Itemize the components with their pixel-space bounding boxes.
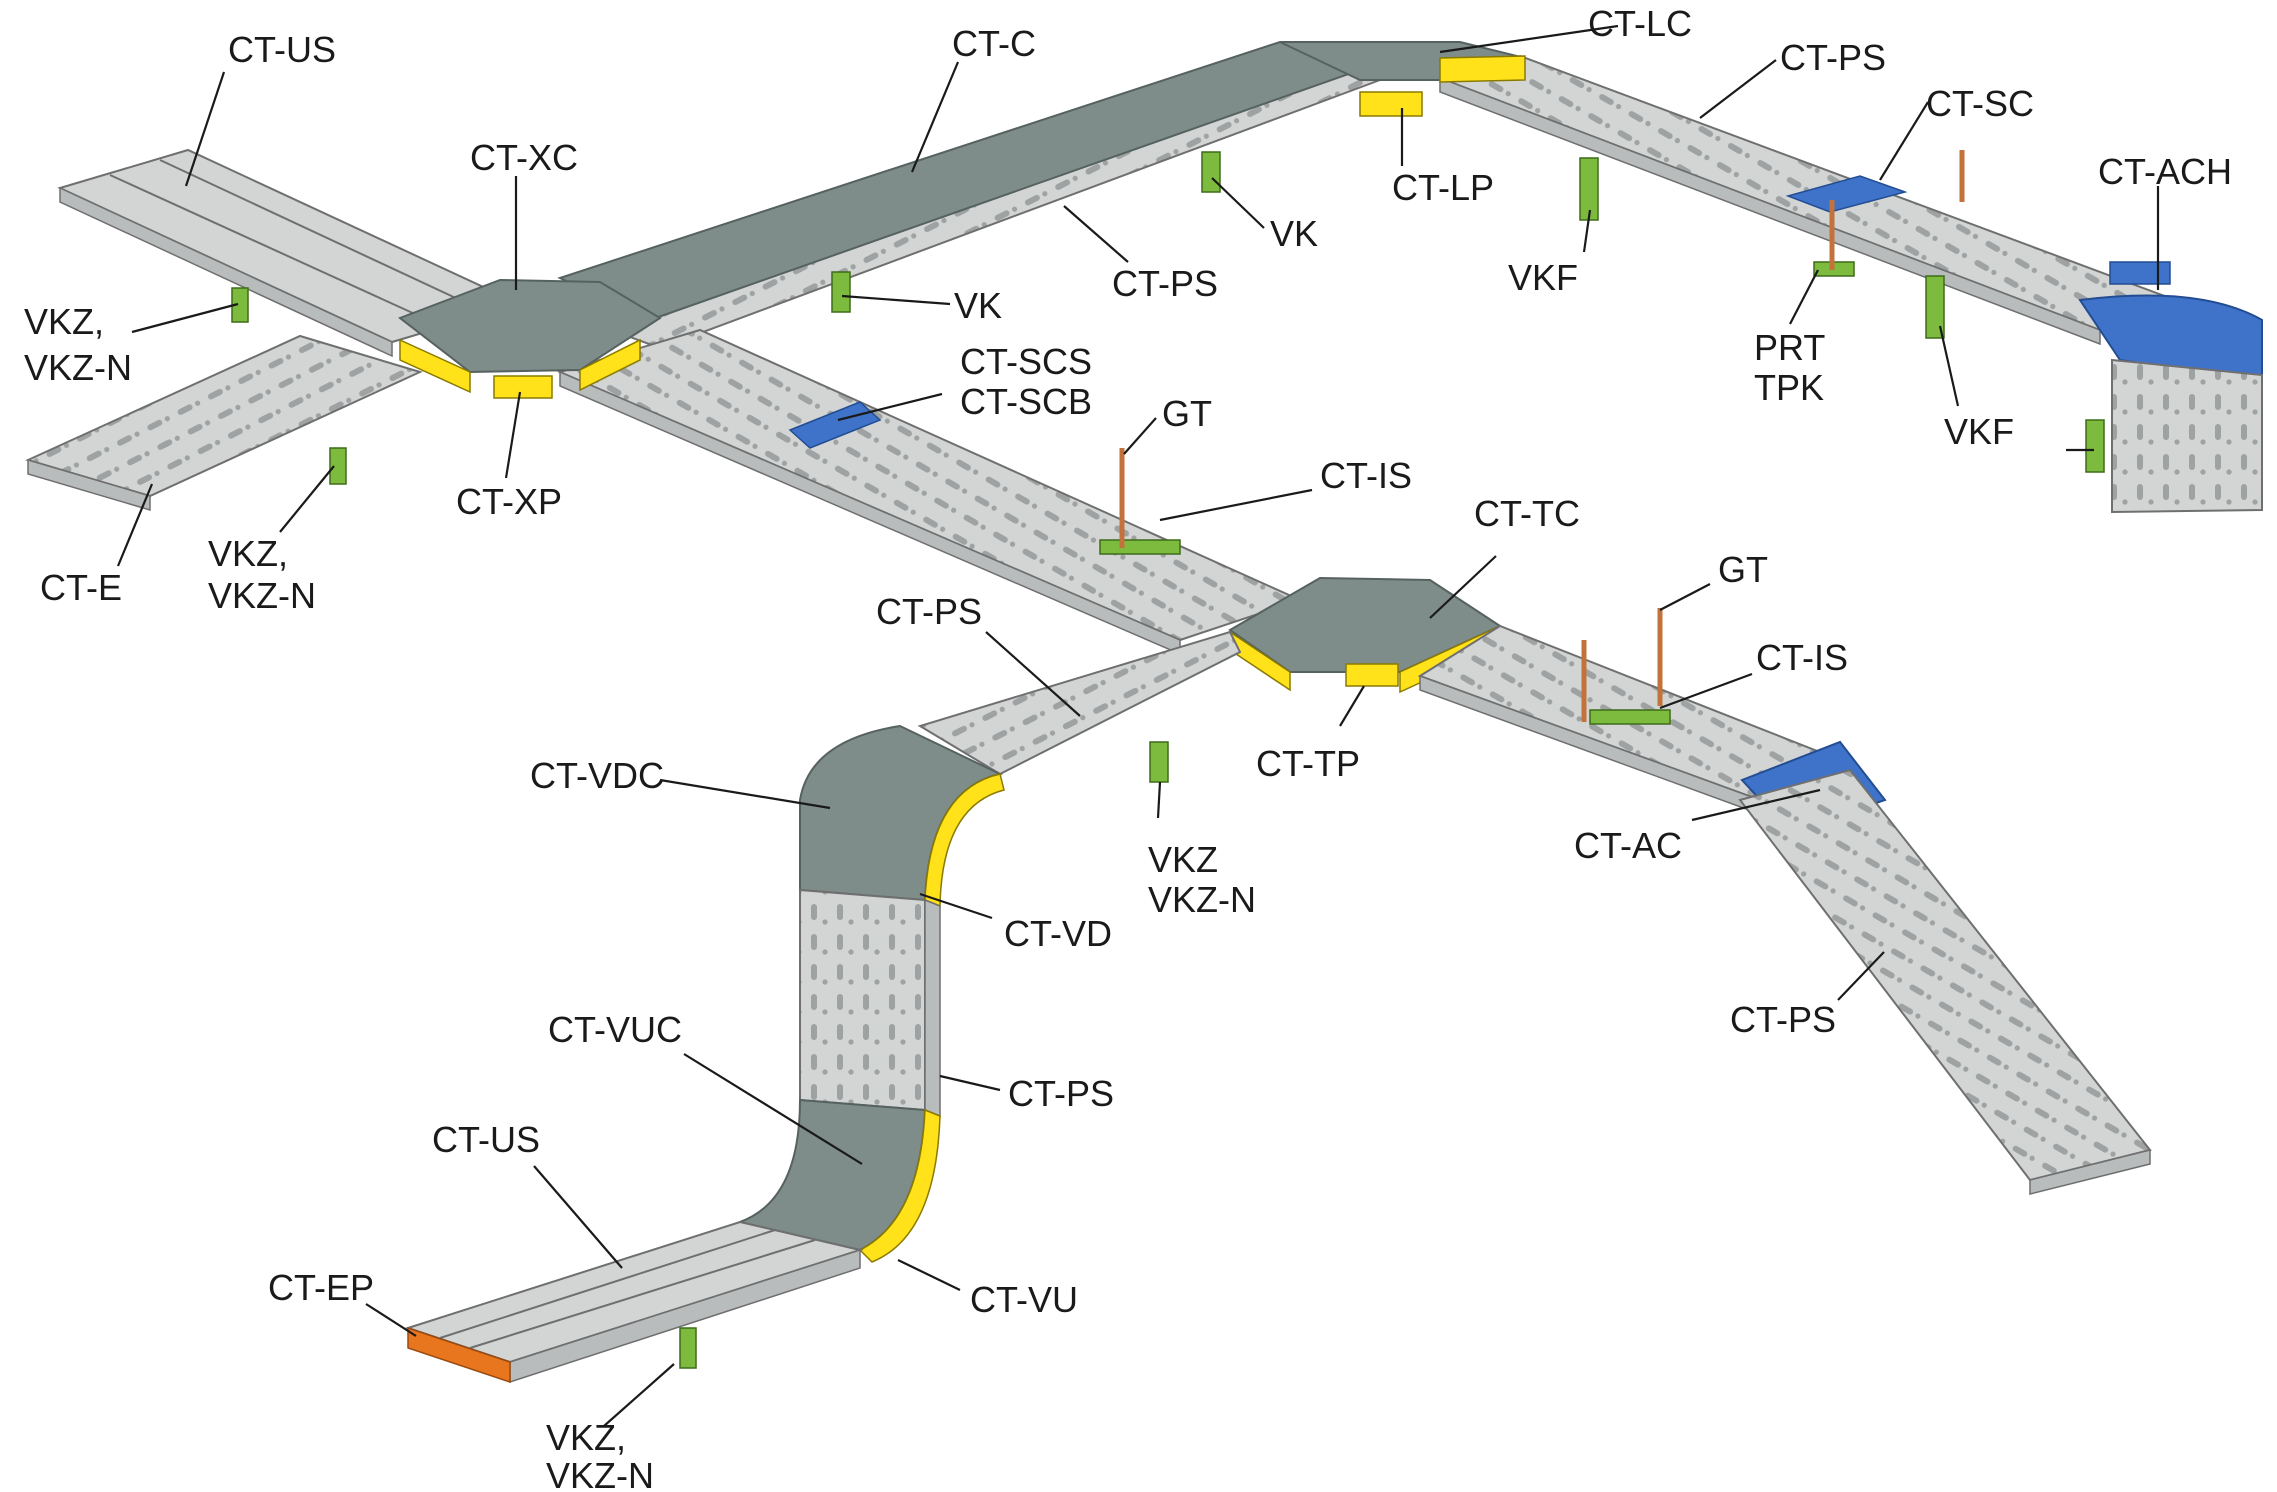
label-vkz-mid-2: VKZ-N (208, 575, 316, 616)
bracket-vkf-right-a (1925, 275, 1945, 339)
bracket-is-lower (1589, 709, 1671, 725)
vertical-drop-right (2111, 358, 2263, 514)
label-prt: PRT (1754, 327, 1825, 368)
label-vkf-right: VKF (1944, 411, 2014, 452)
label-gt-upper: GT (1162, 393, 1212, 434)
bracket-vk-lower (831, 271, 851, 313)
label-ct-c: CT-C (952, 23, 1036, 64)
label-vkf-mid: VKF (1508, 257, 1578, 298)
cross-connector-right (579, 338, 641, 392)
label-ct-vd: CT-VD (1004, 913, 1112, 954)
corner-plate-ct-lp (1359, 91, 1423, 117)
label-ct-us-top: CT-US (228, 29, 336, 70)
label-ct-is-upper: CT-IS (1320, 455, 1412, 496)
perforated-arm-left-side (27, 458, 151, 512)
perforated-sloping-side (2029, 1149, 2151, 1195)
label-ct-vu: CT-VU (970, 1279, 1078, 1320)
label-ct-is-lower: CT-IS (1756, 637, 1848, 678)
bracket-vkz-bottom (679, 1327, 697, 1369)
label-ct-ps-mid: CT-PS (876, 591, 982, 632)
label-vkz-mid-1: VKZ, (208, 533, 288, 574)
label-ct-scb: CT-SCB (960, 381, 1092, 422)
cross-connector-left (399, 338, 471, 394)
vertical-bend-ct-vu (858, 1108, 941, 1263)
label-ct-ac: CT-AC (1574, 825, 1682, 866)
tee-plate-ct-tp (1345, 663, 1399, 687)
label-ct-xp: CT-XP (456, 481, 562, 522)
label-ct-lp: CT-LP (1392, 167, 1494, 208)
label-ct-ep: CT-EP (268, 1267, 374, 1308)
label-ct-tc: CT-TC (1474, 493, 1580, 534)
bracket-vkz-mid-left (329, 447, 347, 485)
label-vkz-bottom-1: VKZ, (546, 1417, 626, 1458)
label-vkz-bottom-2: VKZ-N (546, 1455, 654, 1492)
bracket-vk-upper (1201, 151, 1221, 193)
splice-ct-sc (1785, 175, 1908, 213)
label-ct-vuc: CT-VUC (548, 1009, 682, 1050)
label-vk-lower: VK (954, 285, 1002, 326)
straight-unperforated-upper-side (59, 186, 393, 358)
label-vkz-center-1: VKZ (1148, 839, 1218, 880)
tray-geometry (25, 40, 2263, 1384)
perforated-vertical-side (924, 898, 941, 1118)
label-gt-lower: GT (1718, 549, 1768, 590)
tray-cover-ct-c (557, 41, 1421, 322)
corner-connector (1439, 55, 1526, 83)
label-vkz-center-2: VKZ-N (1148, 879, 1256, 920)
label-ct-ach: CT-ACH (2098, 151, 2232, 192)
label-vkz-left-2: VKZ-N (24, 347, 132, 388)
label-ct-scs: CT-SCS (960, 341, 1092, 382)
label-tpk: TPK (1754, 367, 1824, 408)
perforated-sloping-run (1738, 768, 2152, 1182)
leader-lines (116, 24, 2160, 1427)
label-ct-ps-upper-mid: CT-PS (1112, 263, 1218, 304)
bend-splice (2109, 261, 2171, 285)
splice-ct-scs (788, 401, 882, 449)
perforated-tee-left (917, 630, 1242, 776)
threaded-rods (1119, 150, 1965, 722)
label-ct-lc: CT-LC (1588, 3, 1692, 44)
label-ct-sc: CT-SC (1926, 83, 2034, 124)
label-vk-upper: VK (1270, 213, 1318, 254)
cross-plate-ct-xp (493, 375, 553, 399)
label-ct-xc: CT-XC (470, 137, 578, 178)
label-ct-ps-right-down: CT-PS (1730, 999, 1836, 1040)
label-ct-ps-vertical: CT-PS (1008, 1073, 1114, 1114)
end-plate-ct-ep (407, 1326, 511, 1384)
vertical-bend-ct-vd (924, 773, 1005, 908)
label-ct-e: CT-E (40, 567, 122, 608)
label-vkz-left-1: VKZ, (24, 301, 104, 342)
label-ct-us-bottom: CT-US (432, 1119, 540, 1160)
bracket-vkz-center (1149, 741, 1169, 783)
label-ct-vdc: CT-VDC (530, 755, 664, 796)
label-ct-ps-top-right: CT-PS (1780, 37, 1886, 78)
callout-labels: CT-US CT-C CT-LC CT-PS CT-SC CT-ACH CT-X… (24, 3, 2232, 1492)
bracket-vkf-right-b (2085, 419, 2105, 473)
label-ct-tp: CT-TP (1256, 743, 1360, 784)
bracket-is-upper (1099, 539, 1181, 555)
perforated-vertical-run (799, 888, 926, 1112)
